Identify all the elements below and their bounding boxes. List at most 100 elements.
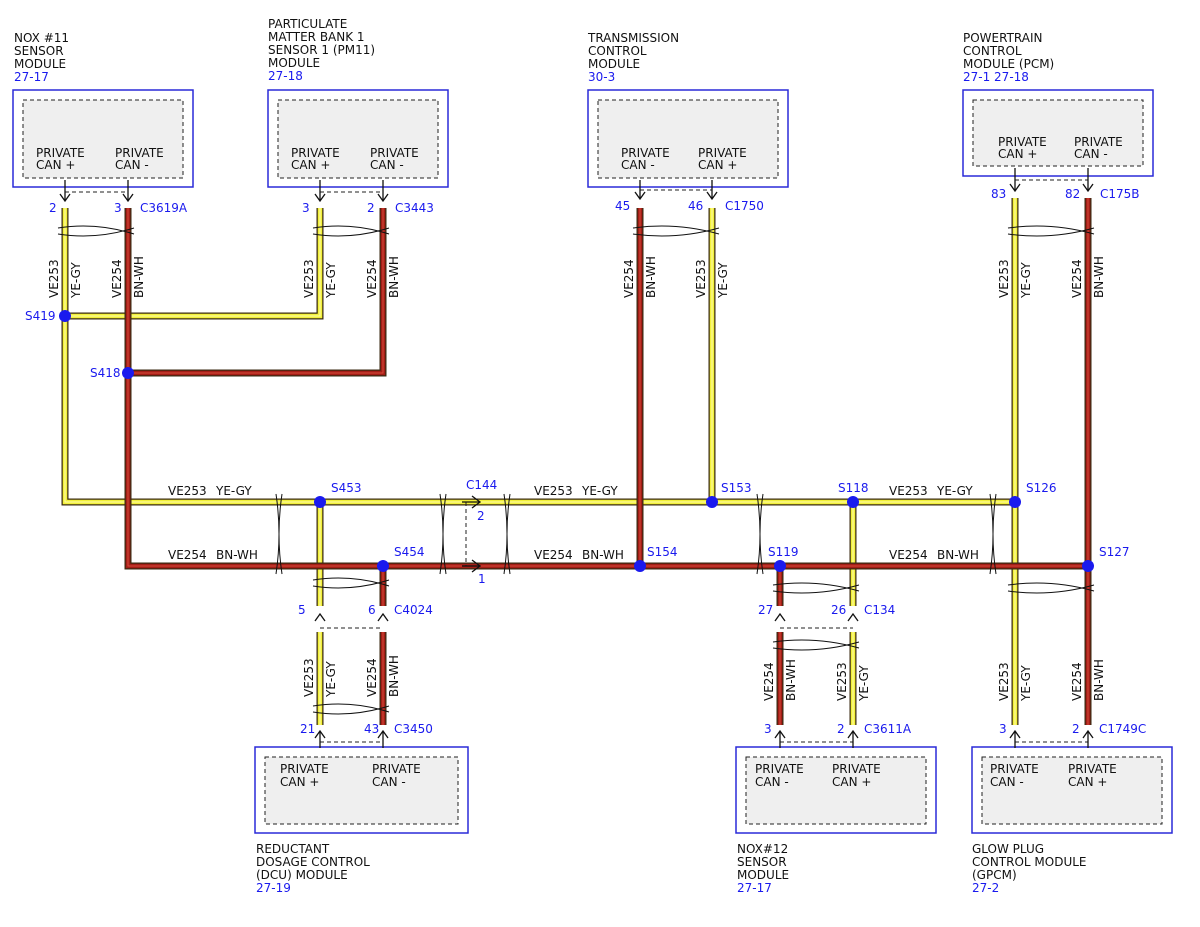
svg-text:27: 27 bbox=[758, 603, 773, 617]
svg-text:CAN -: CAN - bbox=[755, 775, 789, 789]
splice-s118[interactable] bbox=[847, 496, 859, 508]
svg-text:BN-WH: BN-WH bbox=[1092, 256, 1106, 298]
svg-text:SENSOR 1 (PM11): SENSOR 1 (PM11) bbox=[268, 43, 375, 57]
svg-text:YE-GY: YE-GY bbox=[69, 262, 83, 299]
module-pcm-title: POWERTRAIN CONTROL MODULE (PCM) 27-1 27-… bbox=[963, 31, 1054, 84]
svg-text:REDUCTANT: REDUCTANT bbox=[256, 842, 330, 856]
ve254-wire-outline-9 bbox=[128, 208, 387, 377]
svg-text:2: 2 bbox=[477, 509, 485, 523]
splice-s153[interactable] bbox=[706, 496, 718, 508]
connector-c3611a: 3 2 C3611A bbox=[764, 722, 912, 736]
svg-text:VE254: VE254 bbox=[534, 548, 573, 562]
ve253-wire-outline-2 bbox=[708, 208, 1015, 506]
svg-text:BN-WH: BN-WH bbox=[387, 256, 401, 298]
svg-text:TRANSMISSION: TRANSMISSION bbox=[587, 31, 679, 45]
svg-text:(GPCM): (GPCM) bbox=[972, 868, 1017, 882]
svg-text:YE-GY: YE-GY bbox=[1019, 262, 1033, 299]
module-tcm-box: PRIVATE CAN - PRIVATE CAN + bbox=[587, 89, 789, 188]
svg-text:3: 3 bbox=[114, 201, 122, 215]
connector-c1750: 45 46 C1750 bbox=[615, 199, 764, 213]
svg-text:CAN +: CAN + bbox=[998, 147, 1037, 161]
splice-s154[interactable] bbox=[634, 560, 646, 572]
svg-text:BN-WH: BN-WH bbox=[216, 548, 258, 562]
module-nox11-ref[interactable]: 27-17 bbox=[14, 70, 49, 84]
svg-text:VE253: VE253 bbox=[997, 662, 1011, 701]
module-dcu-ref[interactable]: 27-19 bbox=[256, 881, 291, 895]
svg-text:PARTICULATE: PARTICULATE bbox=[268, 17, 347, 31]
svg-text:VE253: VE253 bbox=[835, 662, 849, 701]
module-nox12-ref[interactable]: 27-17 bbox=[737, 881, 772, 895]
svg-text:CAN -: CAN - bbox=[621, 158, 655, 172]
svg-text:BN-WH: BN-WH bbox=[132, 256, 146, 298]
ve254-wire-outline-8 bbox=[124, 208, 1088, 570]
svg-text:45: 45 bbox=[615, 199, 630, 213]
svg-text:PRIVATE: PRIVATE bbox=[1074, 135, 1123, 149]
svg-text:MODULE: MODULE bbox=[268, 56, 320, 70]
splice-s453[interactable] bbox=[314, 496, 326, 508]
module-gpcm-ref[interactable]: 27-2 bbox=[972, 881, 999, 895]
ve253-wire-0 bbox=[62, 208, 712, 505]
svg-text:BN-WH: BN-WH bbox=[937, 548, 979, 562]
svg-text:BN-WH: BN-WH bbox=[387, 655, 401, 697]
svg-text:CAN +: CAN + bbox=[832, 775, 871, 789]
svg-text:VE254: VE254 bbox=[365, 658, 379, 697]
splice-s419[interactable] bbox=[59, 310, 71, 322]
module-pm11-title: PARTICULATE MATTER BANK 1 SENSOR 1 (PM11… bbox=[268, 17, 375, 83]
splice-s126[interactable] bbox=[1009, 496, 1021, 508]
splice-s454[interactable] bbox=[377, 560, 389, 572]
svg-text:1: 1 bbox=[478, 572, 486, 586]
svg-text:CAN +: CAN + bbox=[1068, 775, 1107, 789]
svg-text:VE254: VE254 bbox=[110, 259, 124, 298]
svg-text:CAN -: CAN - bbox=[372, 775, 406, 789]
svg-text:3: 3 bbox=[999, 722, 1007, 736]
svg-text:SENSOR: SENSOR bbox=[14, 44, 64, 58]
svg-text:CAN +: CAN + bbox=[698, 158, 737, 172]
splice-s418[interactable] bbox=[122, 367, 134, 379]
svg-text:VE253: VE253 bbox=[302, 658, 316, 697]
svg-text:PRIVATE: PRIVATE bbox=[370, 146, 419, 160]
splice-s119[interactable] bbox=[774, 560, 786, 572]
svg-text:PRIVATE: PRIVATE bbox=[998, 135, 1047, 149]
ve253-wire-outline-0 bbox=[61, 208, 712, 506]
svg-text:C134: C134 bbox=[864, 603, 895, 617]
svg-text:PRIVATE: PRIVATE bbox=[291, 146, 340, 160]
svg-text:21: 21 bbox=[300, 722, 315, 736]
svg-text:2: 2 bbox=[1072, 722, 1080, 736]
svg-text:CAN +: CAN + bbox=[280, 775, 319, 789]
svg-text:YE-GY: YE-GY bbox=[581, 484, 618, 498]
svg-text:NOX#12: NOX#12 bbox=[737, 842, 788, 856]
svg-text:S154: S154 bbox=[647, 545, 678, 559]
module-tcm-title: TRANSMISSION CONTROL MODULE 30-3 bbox=[587, 31, 679, 84]
svg-text:C1749C: C1749C bbox=[1099, 722, 1146, 736]
ve253-wire-2 bbox=[709, 208, 1015, 505]
svg-text:VE254: VE254 bbox=[622, 259, 636, 298]
svg-text:2: 2 bbox=[367, 201, 375, 215]
svg-text:POWERTRAIN: POWERTRAIN bbox=[963, 31, 1043, 45]
svg-text:YE-GY: YE-GY bbox=[936, 484, 973, 498]
svg-text:PRIVATE: PRIVATE bbox=[372, 762, 421, 776]
svg-text:3: 3 bbox=[764, 722, 772, 736]
svg-text:MODULE (PCM): MODULE (PCM) bbox=[963, 57, 1054, 71]
svg-text:S418: S418 bbox=[90, 366, 121, 380]
svg-text:CAN +: CAN + bbox=[36, 158, 75, 172]
svg-text:DOSAGE CONTROL: DOSAGE CONTROL bbox=[256, 855, 370, 869]
svg-text:VE254: VE254 bbox=[762, 662, 776, 701]
svg-text:VE254: VE254 bbox=[889, 548, 928, 562]
svg-text:S419: S419 bbox=[25, 309, 56, 323]
connector-c134: 27 26 C134 bbox=[758, 603, 895, 617]
connector-c175b: 83 82 C175B bbox=[991, 187, 1140, 201]
connector-c1749c: 3 2 C1749C bbox=[999, 722, 1146, 736]
svg-text:PRIVATE: PRIVATE bbox=[1068, 762, 1117, 776]
svg-text:BN-WH: BN-WH bbox=[1092, 659, 1106, 701]
module-pm11-ref[interactable]: 27-18 bbox=[268, 69, 303, 83]
module-pcm-ref[interactable]: 27-1 27-18 bbox=[963, 70, 1029, 84]
module-dcu-title: REDUCTANT DOSAGE CONTROL (DCU) MODULE 27… bbox=[256, 842, 370, 895]
ve253-wire-core-0 bbox=[64, 208, 712, 503]
wire-labels: VE253 YE-GY VE254 BN-WH VE253 YE-GY VE25… bbox=[47, 256, 1106, 702]
svg-text:VE254: VE254 bbox=[168, 548, 207, 562]
module-tcm-ref[interactable]: 30-3 bbox=[588, 70, 615, 84]
svg-text:SENSOR: SENSOR bbox=[737, 855, 787, 869]
svg-text:CAN -: CAN - bbox=[990, 775, 1024, 789]
splice-s127[interactable] bbox=[1082, 560, 1094, 572]
